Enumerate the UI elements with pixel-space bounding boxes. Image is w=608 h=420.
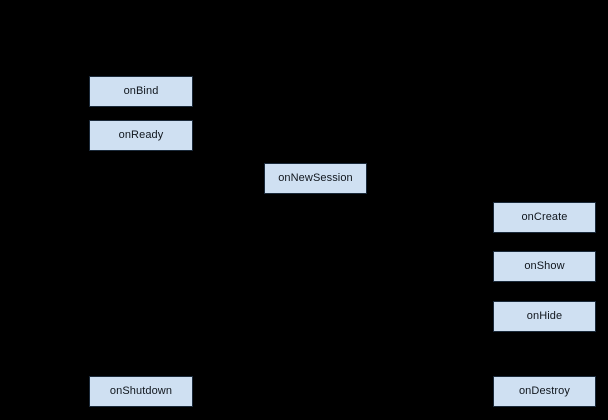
node-oncreate-label: onCreate — [521, 211, 568, 223]
node-onnewsession-label: onNewSession — [278, 172, 353, 184]
node-oncreate[interactable]: onCreate — [493, 202, 596, 233]
node-onready[interactable]: onReady — [89, 120, 193, 151]
node-onshutdown[interactable]: onShutdown — [89, 376, 193, 407]
node-ondestroy-label: onDestroy — [518, 385, 571, 397]
node-onbind[interactable]: onBind — [89, 76, 193, 107]
node-onbind-label: onBind — [123, 85, 159, 97]
node-onready-label: onReady — [118, 129, 164, 141]
node-onhide[interactable]: onHide — [493, 301, 596, 332]
node-onshow-label: onShow — [524, 260, 565, 272]
node-onnewsession[interactable]: onNewSession — [264, 163, 367, 194]
node-ondestroy[interactable]: onDestroy — [493, 376, 596, 407]
node-onshutdown-label: onShutdown — [109, 385, 173, 397]
node-onhide-label: onHide — [526, 310, 563, 322]
node-onshow[interactable]: onShow — [493, 251, 596, 282]
